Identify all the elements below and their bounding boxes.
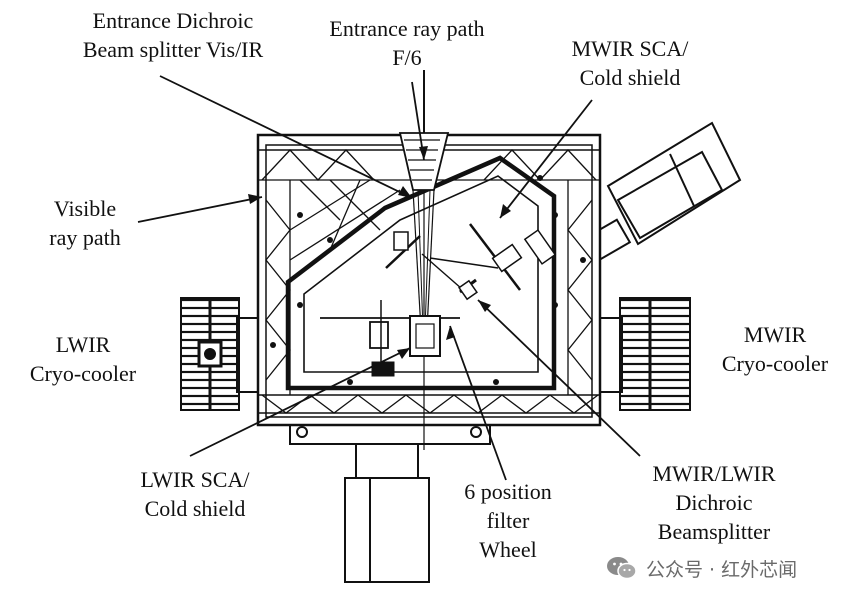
label-entrance-dichroic: Entrance Dichroic Beam splitter Vis/IR <box>58 6 288 64</box>
right-cryo-cooler <box>597 297 691 411</box>
arrowhead-mwir-sca <box>500 204 511 218</box>
watermark: 公众号 · 红外芯闻 <box>606 553 797 583</box>
label-lwir-sca: LWIR SCA/ Cold shield <box>110 465 280 523</box>
leader-mwir-sca <box>499 99 593 219</box>
label-visible-ray-path-line2: ray path <box>49 225 121 250</box>
label-mwir-lwir-dichroic-line3: Beamsplitter <box>657 519 771 544</box>
label-lwir-cryo-cooler-line2: Cryo-cooler <box>29 361 137 386</box>
label-filter-wheel-line2: filter <box>486 508 530 533</box>
label-mwir-lwir-dichroic-line1: MWIR/LWIR <box>652 461 776 486</box>
watermark-text: 公众号 · 红外芯闻 <box>646 558 798 581</box>
arrowhead-entrance-ray <box>419 146 428 160</box>
leader-arrowheads <box>248 146 511 359</box>
label-entrance-ray-path-line1: Entrance ray path <box>329 16 485 41</box>
label-mwir-sca-line2: Cold shield <box>579 65 681 90</box>
label-filter-wheel-line1: 6 position <box>464 479 552 504</box>
leader-filter-wheel <box>449 325 507 481</box>
label-mwir-lwir-dichroic-line2: Dichroic <box>675 490 753 515</box>
upper-right-assembly <box>580 121 742 264</box>
label-visible-ray-path: Visible ray path <box>20 194 150 252</box>
label-entrance-dichroic-line1: Entrance Dichroic <box>92 8 254 33</box>
label-visible-ray-path-line1: Visible <box>53 196 117 221</box>
cold-enclosure <box>285 155 557 391</box>
arrowhead-mwir-lwir-dichroic <box>478 300 491 312</box>
label-mwir-sca-line1: MWIR SCA/ <box>571 36 689 61</box>
arrowhead-lwir-sca <box>397 348 410 359</box>
label-entrance-ray-path: Entrance ray path F/6 <box>302 14 512 72</box>
leader-mwir-lwir-dichroic <box>477 299 641 457</box>
label-lwir-sca-line1: LWIR SCA/ <box>140 467 250 492</box>
label-entrance-dichroic-line2: Beam splitter Vis/IR <box>82 37 264 62</box>
left-cryo-cooler <box>180 297 260 411</box>
label-mwir-cryo-cooler: MWIR Cryo-cooler <box>700 320 850 378</box>
wechat-logo-icon <box>607 557 637 580</box>
label-entrance-ray-path-line2: F/6 <box>392 45 422 70</box>
label-lwir-cryo-cooler: LWIR Cryo-cooler <box>8 330 158 388</box>
optical-path <box>320 70 557 450</box>
label-filter-wheel: 6 position filter Wheel <box>438 477 578 564</box>
arrowhead-filter-wheel <box>446 326 455 340</box>
label-mwir-cryo-cooler-line1: MWIR <box>743 322 807 347</box>
label-mwir-cryo-cooler-line2: Cryo-cooler <box>721 351 829 376</box>
label-lwir-sca-line2: Cold shield <box>144 496 246 521</box>
arrowhead-entrance-dichroic <box>398 186 412 198</box>
leader-lwir-sca <box>189 347 411 457</box>
arrowhead-visible-ray <box>248 194 262 204</box>
label-filter-wheel-line3: Wheel <box>479 537 537 562</box>
leader-visible-ray <box>137 196 263 223</box>
lower-mount <box>289 421 491 583</box>
label-mwir-sca: MWIR SCA/ Cold shield <box>540 34 720 92</box>
label-lwir-cryo-cooler-line1: LWIR <box>55 332 111 357</box>
label-mwir-lwir-dichroic: MWIR/LWIR Dichroic Beamsplitter <box>624 459 804 546</box>
leader-entrance-dichroic <box>159 75 413 199</box>
